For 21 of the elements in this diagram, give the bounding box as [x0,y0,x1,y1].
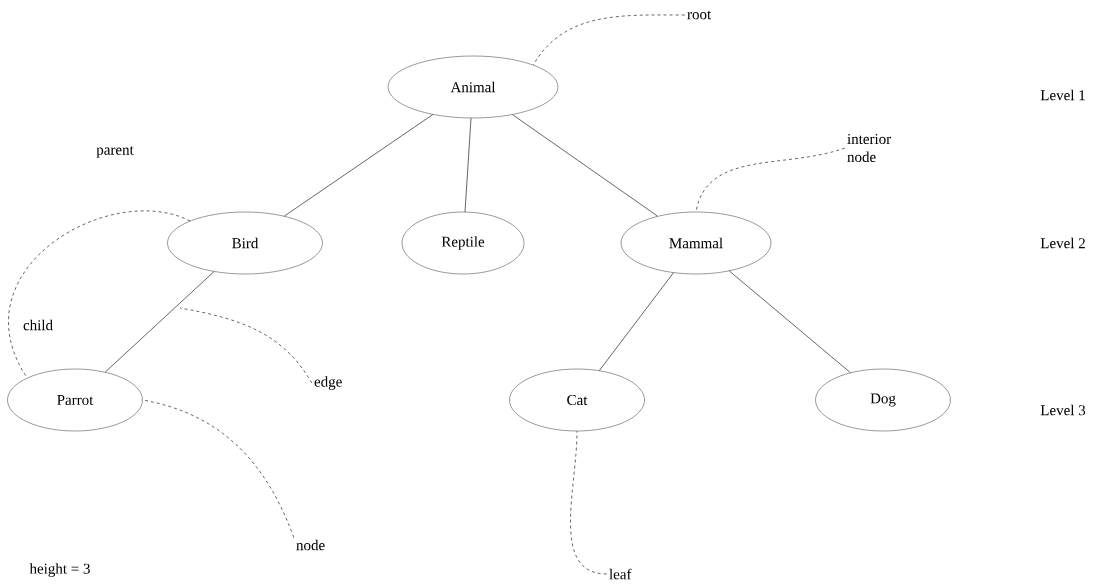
leader-line [179,307,313,384]
level-label: Level 1 [1040,89,1085,101]
level-label: Level 2 [1040,237,1085,249]
tree-edge [284,114,434,217]
leader-line [532,14,686,66]
tree-edge [599,272,674,371]
callout-text: root [687,10,712,20]
leader-line [8,210,191,379]
callout-text: interior node [847,133,892,163]
callout-text: child [23,319,53,331]
tree-edge [512,114,658,217]
callout-text: edge [314,376,342,390]
callout-text: node [296,539,325,551]
leader-line [570,430,608,575]
callout-text: parent [96,146,134,158]
tree-edge [104,271,215,373]
height-note: height = 3 [29,563,90,577]
callout-text: leaf [609,568,632,580]
level-label: Level 3 [1040,404,1086,416]
tree-edge [729,270,851,373]
tree-edge [464,117,472,213]
